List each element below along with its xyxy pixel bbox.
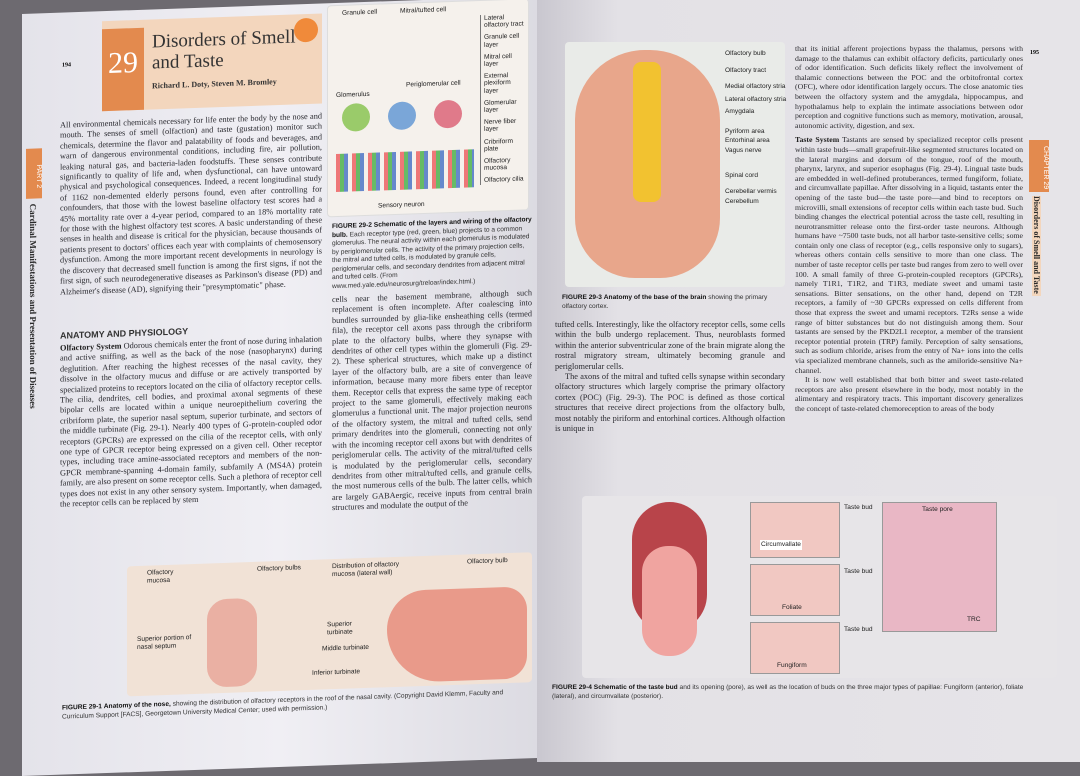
label-olfactory-cilia: Olfactory cilia <box>484 175 524 185</box>
chapter-number: 29 <box>102 27 144 112</box>
label: Olfactory bulb <box>725 50 766 57</box>
right-column-1: tufted cells. Interestingly, like the ol… <box>555 320 785 434</box>
label: Taste bud <box>844 504 873 511</box>
sun-ornament-icon <box>294 17 318 43</box>
label-mitral-cell: Mitral/tufted cell <box>400 6 447 15</box>
label: Entorhinal area <box>725 137 770 144</box>
taste-paragraph: Taste System Tastants are sensed by spec… <box>795 135 1023 375</box>
label: Inferior turbinate <box>312 668 361 677</box>
chapter-header: 29 Disorders of Smell and Taste Richard … <box>102 13 322 112</box>
page-number: 195 <box>1030 50 1039 56</box>
label: Vagus nerve <box>725 146 762 154</box>
right-page: Olfactory bulb Olfactory tract Medial ol… <box>537 0 1080 762</box>
authors: Richard L. Doty, Steven M. Bromley <box>152 77 277 91</box>
label-sensory-neuron: Sensory neuron <box>378 200 425 210</box>
label-olfactory-mucosa: Olfactory mucosa <box>484 156 511 173</box>
figure-29-2-caption: FIGURE 29-2 Schematic of the layers and … <box>332 216 532 290</box>
figure-29-3-caption: FIGURE 29-3 Anatomy of the base of the b… <box>562 294 768 310</box>
taste-bud-detail <box>882 502 997 632</box>
olfactory-paragraph: Olfactory System Odorous chemicals enter… <box>60 335 322 511</box>
label-granule-cell: Granule cell <box>342 8 378 17</box>
label: Olfactory tract <box>725 66 767 74</box>
intro-paragraph: All environmental chemicals necessary fo… <box>60 111 322 297</box>
sensory-neurons <box>336 149 474 193</box>
taste-heading: Taste System <box>795 135 840 145</box>
paragraph: It is now well established that both bit… <box>795 375 1023 413</box>
label: Fungiform <box>777 662 807 669</box>
label-external-plexiform-layer: External plexiform layer <box>484 72 511 95</box>
label: Cerebellum <box>725 198 759 205</box>
paragraph: tufted cells. Interestingly, like the ol… <box>555 320 785 371</box>
label-lateral-olfactory-tract: Lateral olfactory tract <box>484 14 524 30</box>
chapter-tab-title: Disorders of Smell and Taste <box>1032 196 1041 296</box>
label-granule-cell-layer: Granule cell layer <box>484 33 520 49</box>
right-column-2: that its initial afferent projections by… <box>795 44 1023 414</box>
label-cribriform-plate: Cribriform plate <box>484 137 513 153</box>
label-nerve-fiber-layer: Nerve fiber layer <box>484 117 517 134</box>
circumvallate-papilla <box>750 502 840 558</box>
chapter-tab: CHAPTER 29 <box>1029 140 1049 192</box>
part-title: Cardinal Manifestations and Presentation… <box>28 203 38 409</box>
glomerulus-red <box>434 99 462 129</box>
label: Taste bud <box>844 626 873 633</box>
nasal-cavity-drawing <box>387 586 527 684</box>
label: Taste pore <box>922 506 953 513</box>
taste-text: Tastants are sensed by specialized recep… <box>795 135 1023 375</box>
label: TRC <box>967 616 981 623</box>
figure-29-3-brain-base <box>565 42 785 287</box>
tongue-drawing <box>642 546 697 656</box>
label: Lateral olfactory stria <box>725 95 787 103</box>
label: Superior turbinate <box>327 620 353 636</box>
figure-29-4-caption: FIGURE 29-4 Schematic of the taste bud a… <box>552 684 1024 700</box>
label-glomerular-layer: Glomerular layer <box>484 98 517 114</box>
label-glomerulus: Glomerulus <box>336 90 370 100</box>
layer-labels: Lateral olfactory tract Granule cell lay… <box>480 13 526 185</box>
label-mitral-cell-layer: Mitral cell layer <box>484 52 512 68</box>
label-periglomerular: Periglomerular cell <box>406 79 461 89</box>
olfactory-text: Odorous chemicals enter the front of nos… <box>60 334 322 509</box>
fungiform-papilla <box>750 622 840 674</box>
chapter-title-line2: and Taste <box>152 49 224 74</box>
paragraph: that its initial afferent projections by… <box>795 44 1023 130</box>
glomerulus-green <box>342 102 370 132</box>
figure-29-4-taste-bud: Taste bud Circumvallate Taste bud Foliat… <box>582 496 1057 678</box>
label: Olfactory bulbs <box>257 564 301 573</box>
anatomy-section: ANATOMY AND PHYSIOLOGY Olfactory System … <box>60 322 322 511</box>
column-2-paragraph: cells near the basement membrane, althou… <box>332 288 532 513</box>
part-tab: PART 2 <box>26 148 42 199</box>
figure-29-2-olfactory-bulb: Granule cell Mitral/tufted cell Glomerul… <box>327 0 529 218</box>
label: Olfactory bulb <box>467 557 508 566</box>
label: Foliate <box>782 604 802 611</box>
nasal-septum-drawing <box>207 597 257 688</box>
label: Pyriform area <box>725 127 765 135</box>
label: Spinal cord <box>725 172 758 179</box>
olfactory-tract-drawing <box>633 62 661 202</box>
label: Olfactory mucosa <box>147 568 174 585</box>
figure-29-1-nose-anatomy: Olfactory mucosa Olfactory bulbs Distrib… <box>127 552 532 697</box>
glomerulus-blue <box>388 101 416 131</box>
label: Amygdala <box>725 108 755 115</box>
label: Circumvallate <box>760 540 802 550</box>
label: Cerebellar vermis <box>725 187 777 195</box>
label: Medial olfactory stria <box>725 83 786 90</box>
chapter-title: Disorders of Smell and Taste <box>152 26 296 73</box>
label: Superior portion of nasal septum <box>137 634 192 651</box>
page-number: 194 <box>62 62 71 69</box>
label: Distribution of olfactory mucosa (latera… <box>332 560 400 578</box>
paragraph: The axons of the mitral and tufted cells… <box>555 372 785 434</box>
olfactory-heading: Olfactory System <box>60 341 122 353</box>
label: Taste bud <box>844 568 873 575</box>
foliate-papilla <box>750 564 840 616</box>
left-page: 194 29 Disorders of Smell and Taste Rich… <box>22 0 537 776</box>
figure-29-3-labels: Olfactory bulb Olfactory tract Medial ol… <box>725 50 789 206</box>
label: Middle turbinate <box>322 643 369 653</box>
